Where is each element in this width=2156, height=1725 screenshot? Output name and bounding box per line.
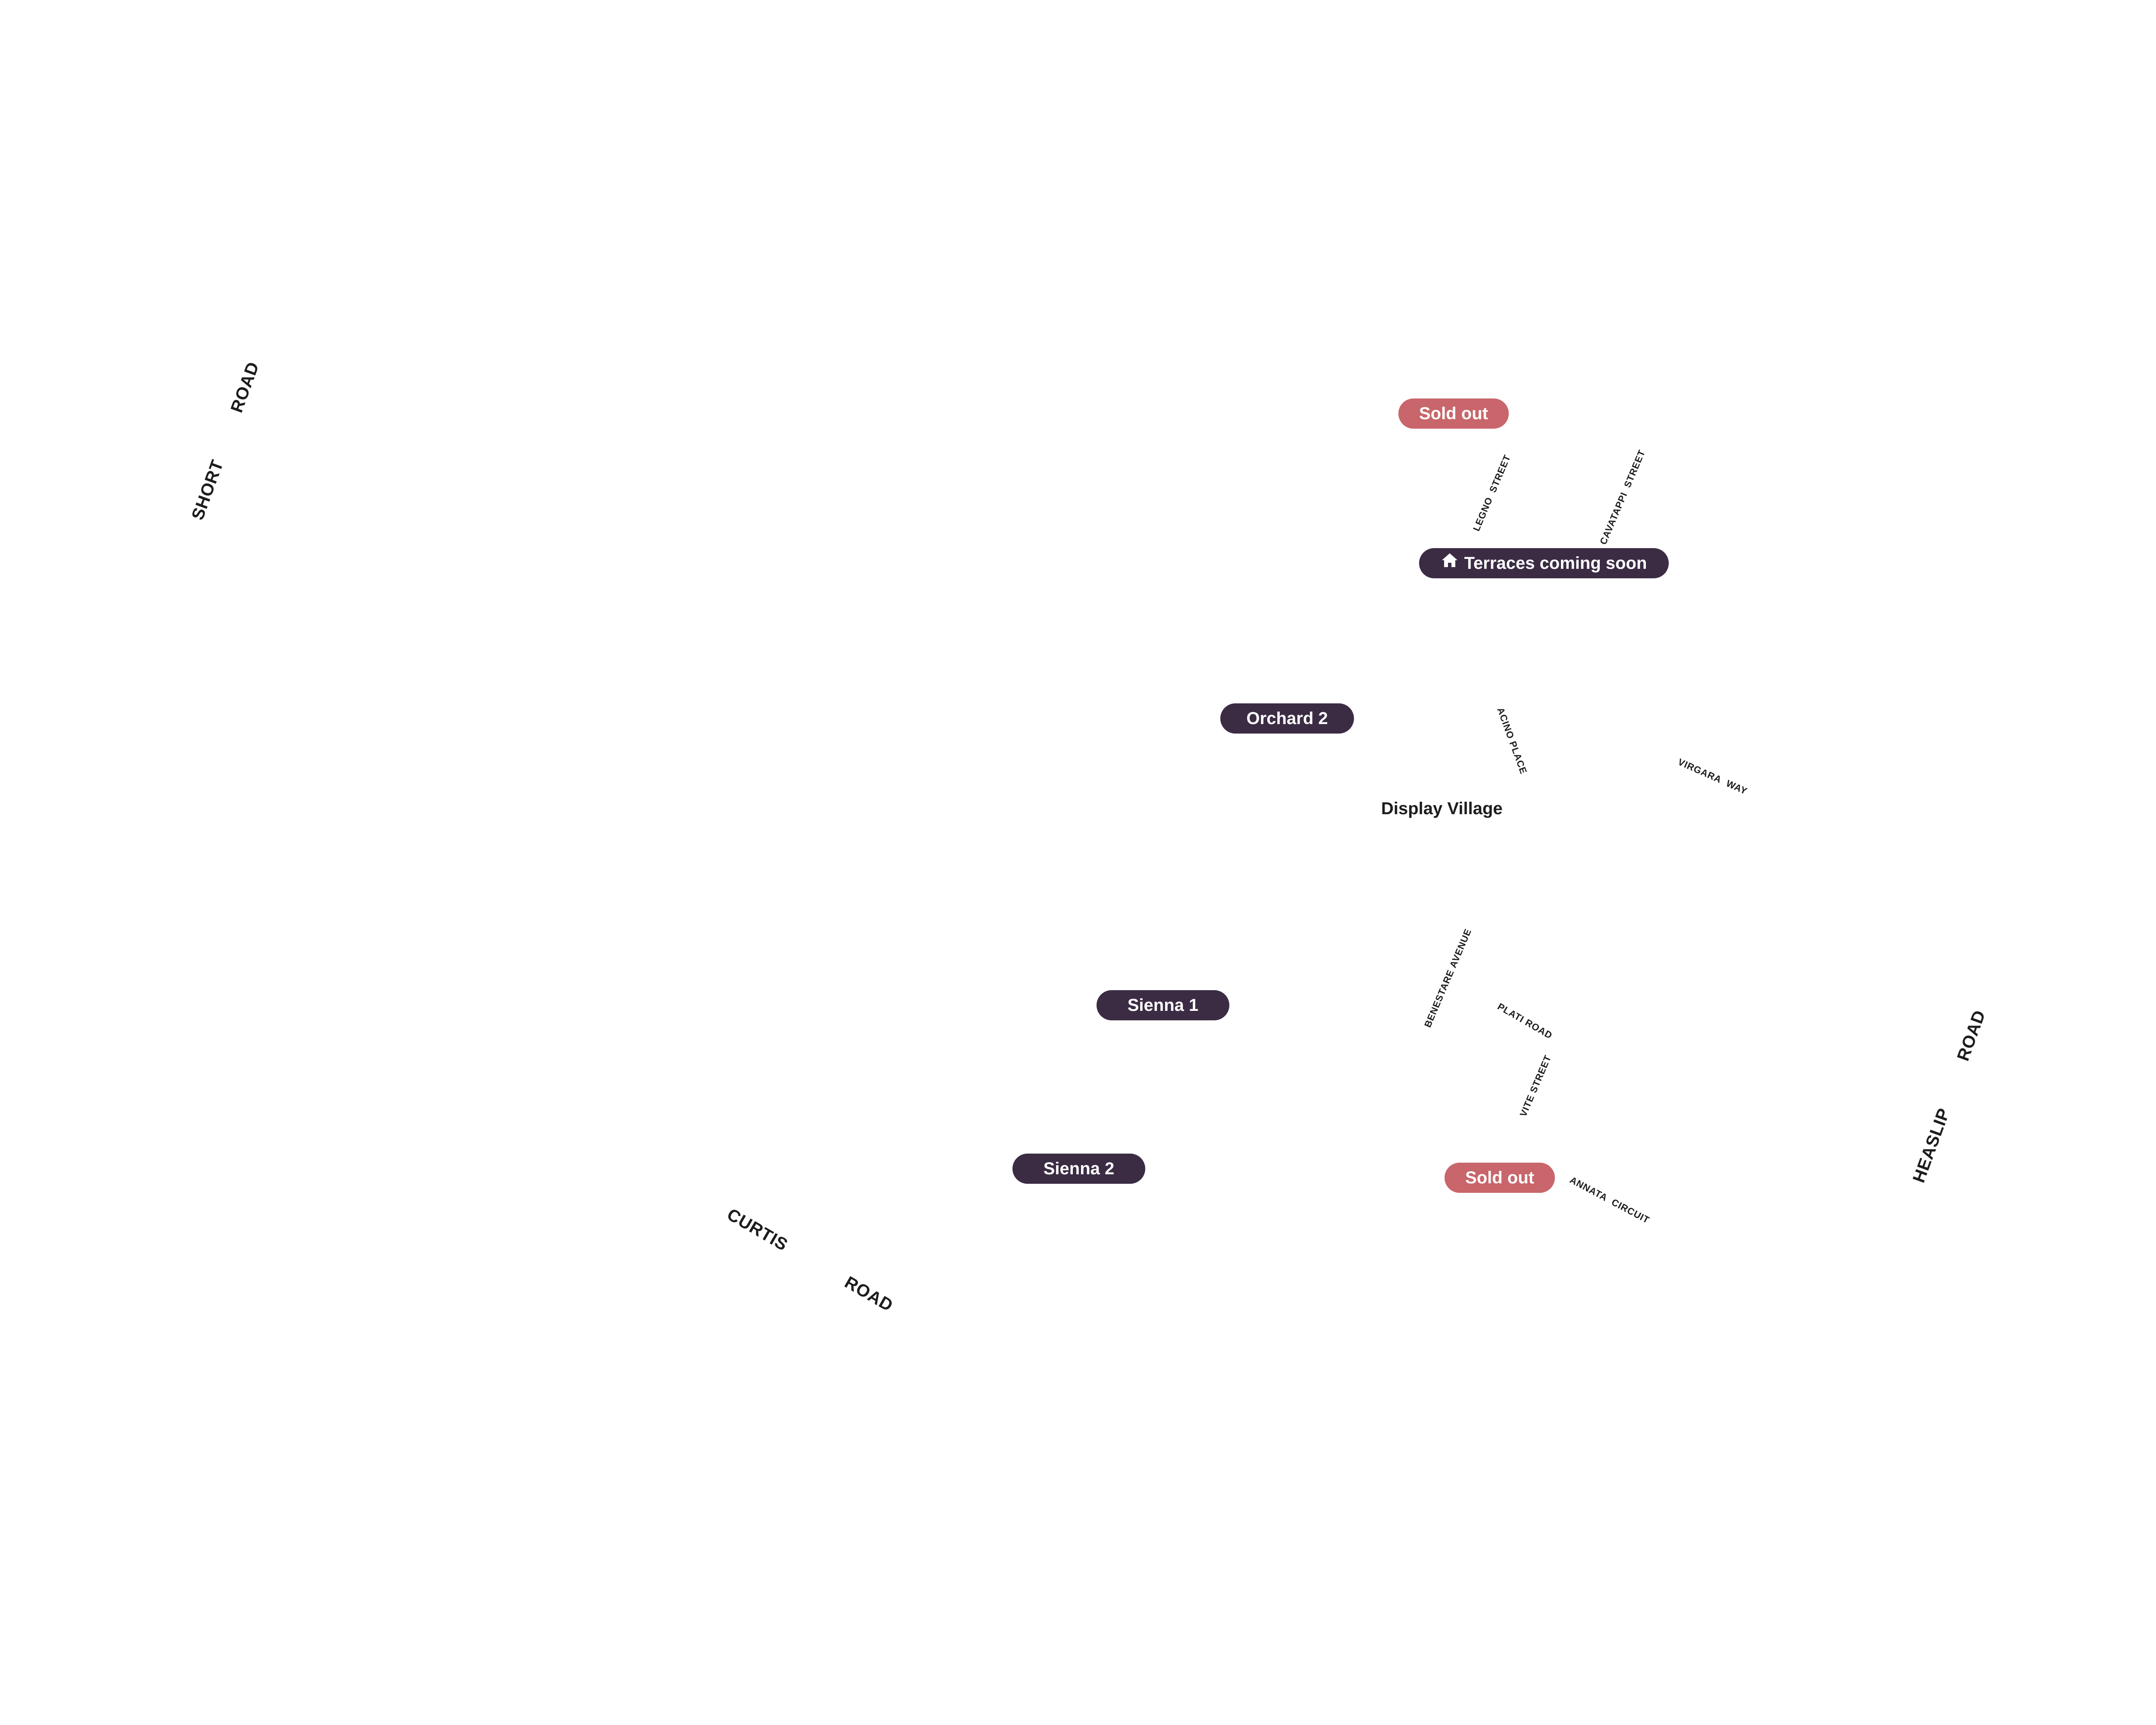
street-label-plati-road: PLATI ROAD	[1495, 1001, 1554, 1041]
street-label-vite-street: VITE STREET	[1517, 1053, 1554, 1119]
street-label-cavatappi-street: CAVATAPPISTREET	[1598, 448, 1648, 546]
stage-button-sienna-1[interactable]: Sienna 1	[1097, 990, 1229, 1020]
street-label-acino-place: ACINO PLACE	[1495, 706, 1529, 776]
stage-button-sienna-2[interactable]: Sienna 2	[1012, 1154, 1145, 1184]
street-label-short-road: SHORTROAD	[188, 359, 263, 523]
stage-button-orchard-2[interactable]: Orchard 2	[1220, 703, 1354, 734]
terraces-coming-soon-button[interactable]: Terraces coming soon	[1419, 548, 1669, 578]
sold-out-badge-top[interactable]: Sold out	[1398, 398, 1509, 429]
street-label-legno-street: LEGNOSTREET	[1470, 453, 1513, 533]
display-village-label: Display Village	[1381, 799, 1503, 818]
sold-out-badge-bottom[interactable]: Sold out	[1445, 1163, 1555, 1193]
street-label-curtis-road: CURTISROAD	[724, 1204, 896, 1316]
street-label-heaslip-road: HEASLIPROAD	[1909, 1007, 1990, 1186]
street-label-annata-circuit: ANNATACIRCUIT	[1568, 1174, 1651, 1226]
street-label-benestare-avenue: BENESTARE AVENUE	[1422, 927, 1474, 1029]
street-label-virgara-way: VIRGARAWAY	[1676, 756, 1749, 797]
home-icon	[1441, 547, 1458, 577]
